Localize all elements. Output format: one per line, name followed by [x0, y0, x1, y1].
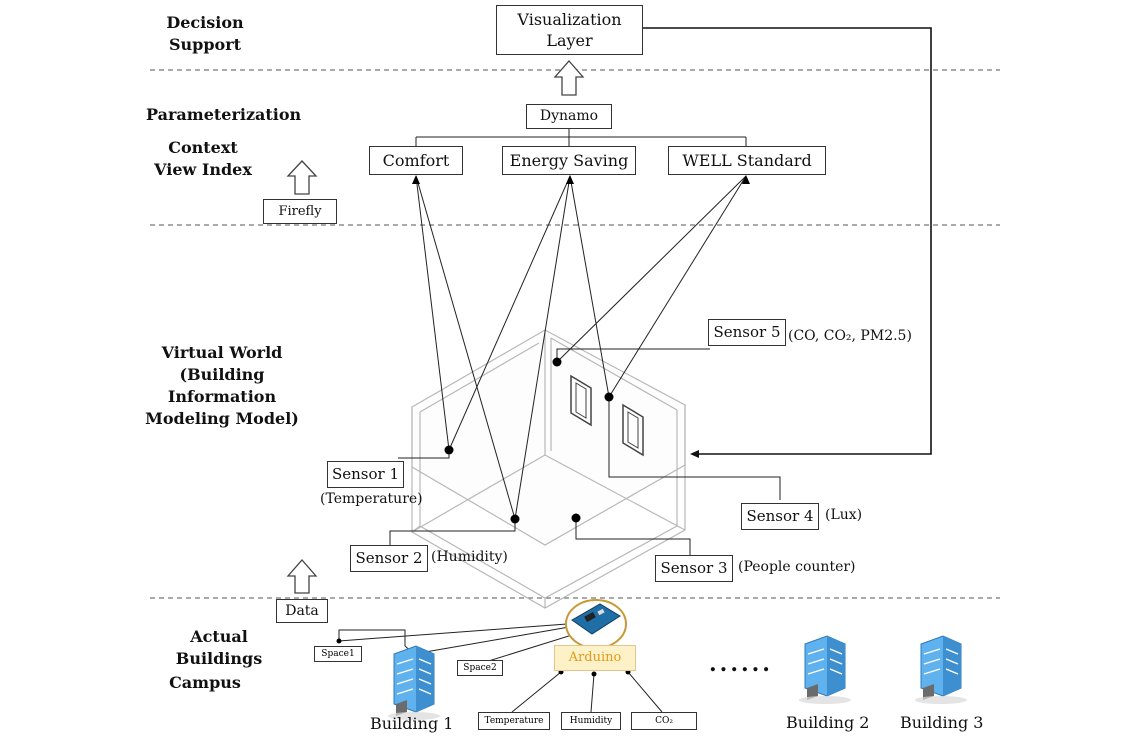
building-icon: [799, 635, 851, 704]
layer-label-parameterization: Parameterization: [146, 105, 302, 124]
sensor-1-note: (Temperature): [320, 491, 423, 507]
layer-label-virtual-world: Virtual World (Building Information Mode…: [145, 343, 299, 428]
layer-label-context-view-index: Context View Index: [154, 138, 252, 179]
data-box: Data: [276, 599, 328, 623]
energy-saving-box: Energy Saving: [502, 146, 636, 175]
up-arrow-icon: [286, 559, 318, 594]
sensor-4-box: Sensor 4: [741, 503, 819, 530]
arduino-board-icon: [565, 599, 627, 649]
sensor-1-box: Sensor 1: [327, 461, 404, 488]
room-model: [411, 329, 686, 609]
sensor-2-note: (Humidity): [431, 549, 508, 565]
more-buildings-ellipsis: ......: [709, 651, 773, 677]
building-1-label: Building 1: [370, 714, 454, 733]
building-3-label: Building 3: [900, 713, 984, 732]
feedback-line: [643, 27, 932, 455]
layer-label-campus: Campus: [169, 673, 241, 692]
sensor-3-note: (People counter): [738, 559, 856, 575]
building-icon: [388, 645, 440, 720]
index-arrowheads: [412, 175, 750, 184]
comfort-box: Comfort: [369, 146, 463, 175]
space1-box: Space1: [314, 646, 362, 662]
sensor-5-note: (CO, CO₂, PM2.5): [788, 328, 912, 344]
layer-label-actual-buildings: Actual Buildings: [175, 627, 263, 668]
window-1: [570, 374, 592, 427]
building-2-label: Building 2: [786, 713, 870, 732]
sensor-5-box: Sensor 5: [708, 319, 786, 346]
co2-input-box: CO₂: [631, 712, 697, 730]
layer-label-decision-support: Decision Support: [166, 13, 244, 54]
arduino-label: Arduino: [554, 645, 636, 671]
leader-sensor-2: [389, 519, 516, 545]
firefly-box: Firefly: [263, 199, 337, 224]
humidity-input-box: Humidity: [561, 712, 621, 730]
building-icon: [915, 635, 967, 704]
sensor-4-note: (Lux): [825, 507, 863, 523]
space2-box: Space2: [457, 660, 503, 676]
visualization-layer-box: Visualization Layer: [496, 5, 643, 55]
dynamo-tree: [415, 129, 747, 146]
window-2: [622, 403, 644, 457]
up-arrow-icon: [553, 60, 585, 96]
sensor-2-box: Sensor 2: [350, 545, 428, 572]
sensor-3-box: Sensor 3: [655, 555, 733, 582]
up-arrow-icon: [286, 160, 318, 195]
index-links: [415, 175, 747, 520]
temperature-input-box: Temperature: [478, 712, 550, 730]
leader-sensor-4: [608, 397, 781, 500]
leader-sensor-3: [575, 518, 691, 555]
sensor-dot-icon: [444, 357, 614, 524]
well-standard-box: WELL Standard: [668, 146, 826, 175]
feedback-arrowhead: [690, 450, 699, 458]
dynamo-box: Dynamo: [526, 104, 612, 129]
